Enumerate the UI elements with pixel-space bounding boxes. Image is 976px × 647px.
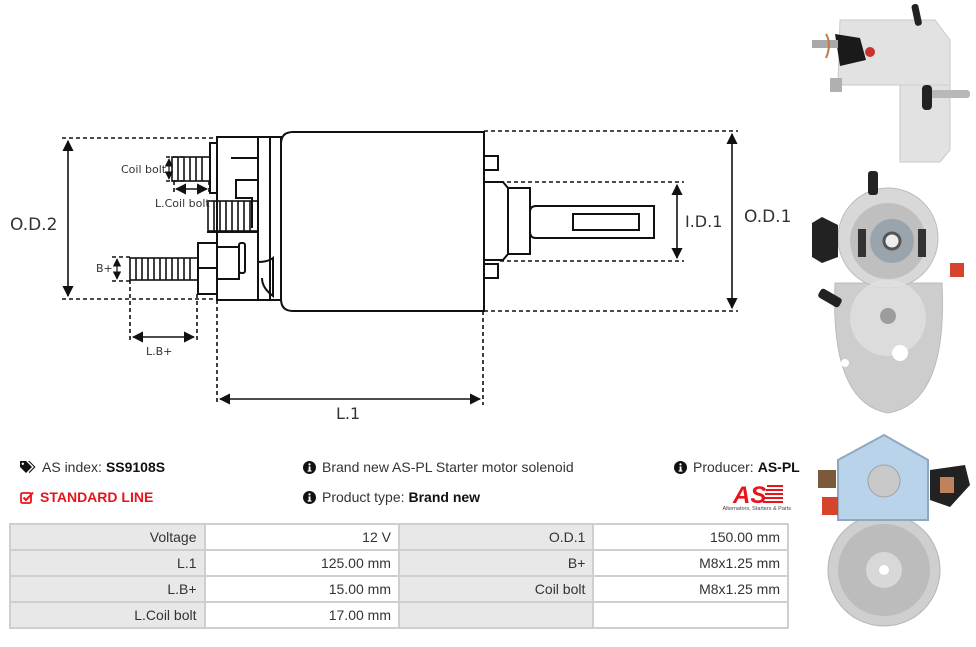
- spec-value: M8x1.25 mm: [592, 549, 789, 577]
- as-index: AS index: SS9108S: [20, 459, 165, 475]
- as-index-value: SS9108S: [105, 459, 166, 475]
- product-photo-side[interactable]: [800, 0, 976, 165]
- solenoid-dimension-diagram: O.D.2 O.D.1 I.D.1 L.1 L.B+ B+ Coil bolt …: [10, 130, 791, 423]
- bplus-label: B+: [96, 262, 113, 275]
- info-circle-icon: [673, 460, 687, 474]
- producer: Producer: AS-PL: [673, 459, 800, 475]
- info-circle-icon: [302, 460, 316, 474]
- product-description: Brand new AS-PL Starter motor solenoid: [302, 459, 574, 475]
- l1-label: L.1: [336, 404, 360, 423]
- spec-key: L.B+: [9, 575, 206, 603]
- coil-bolt-label: Coil bolt: [121, 163, 167, 176]
- id1-label: I.D.1: [685, 212, 722, 231]
- product-photo-rear[interactable]: [800, 425, 976, 645]
- spec-value: 17.00 mm: [203, 601, 400, 629]
- product-type: Product type: Brand new: [302, 489, 480, 505]
- od1-label: O.D.1: [744, 207, 791, 227]
- spec-key: Coil bolt: [397, 575, 595, 603]
- spec-key: [397, 601, 595, 629]
- spec-key: Voltage: [9, 523, 206, 551]
- checkbox-checked-icon: [20, 490, 34, 504]
- description-text: Brand new AS-PL Starter motor solenoid: [322, 459, 574, 475]
- spec-value: 150.00 mm: [592, 523, 789, 551]
- spec-value: M8x1.25 mm: [592, 575, 789, 603]
- spec-key: L.1: [9, 549, 206, 577]
- producer-label: Producer:: [693, 459, 754, 475]
- table-row: L.1 125.00 mm B+ M8x1.25 mm: [9, 549, 789, 577]
- logo-text: AS: [732, 482, 766, 506]
- lbplus-label: L.B+: [146, 345, 172, 358]
- table-row: L.B+ 15.00 mm Coil bolt M8x1.25 mm: [9, 575, 789, 603]
- spec-value: 12 V: [203, 523, 400, 551]
- product-photo-front[interactable]: [800, 163, 976, 418]
- standard-line-badge: STANDARD LINE: [20, 489, 153, 505]
- as-pl-logo[interactable]: AS Alternators, Starters & Parts: [705, 482, 791, 516]
- specifications-table: Voltage 12 V O.D.1 150.00 mm L.1 125.00 …: [9, 523, 789, 629]
- info-circle-icon: [302, 490, 316, 504]
- l-coil-bolt-label: L.Coil bolt: [155, 197, 210, 210]
- as-index-label: AS index:: [42, 459, 102, 475]
- tags-icon: [20, 460, 36, 474]
- spec-value: 125.00 mm: [203, 549, 400, 577]
- spec-key: L.Coil bolt: [9, 601, 206, 629]
- spec-value: 15.00 mm: [203, 575, 400, 603]
- table-row: L.Coil bolt 17.00 mm: [9, 601, 789, 629]
- solenoid-housing: [280, 131, 485, 312]
- logo-tagline: Alternators, Starters & Parts: [722, 506, 791, 512]
- standard-line-label: STANDARD LINE: [40, 489, 154, 505]
- spec-value: [592, 601, 789, 629]
- product-type-label: Product type:: [322, 489, 405, 505]
- od2-label: O.D.2: [10, 215, 57, 235]
- spec-key: B+: [397, 549, 595, 577]
- spec-key: O.D.1: [397, 523, 595, 551]
- table-row: Voltage 12 V O.D.1 150.00 mm: [9, 523, 789, 551]
- producer-value: AS-PL: [757, 459, 800, 475]
- product-type-value: Brand new: [408, 489, 481, 505]
